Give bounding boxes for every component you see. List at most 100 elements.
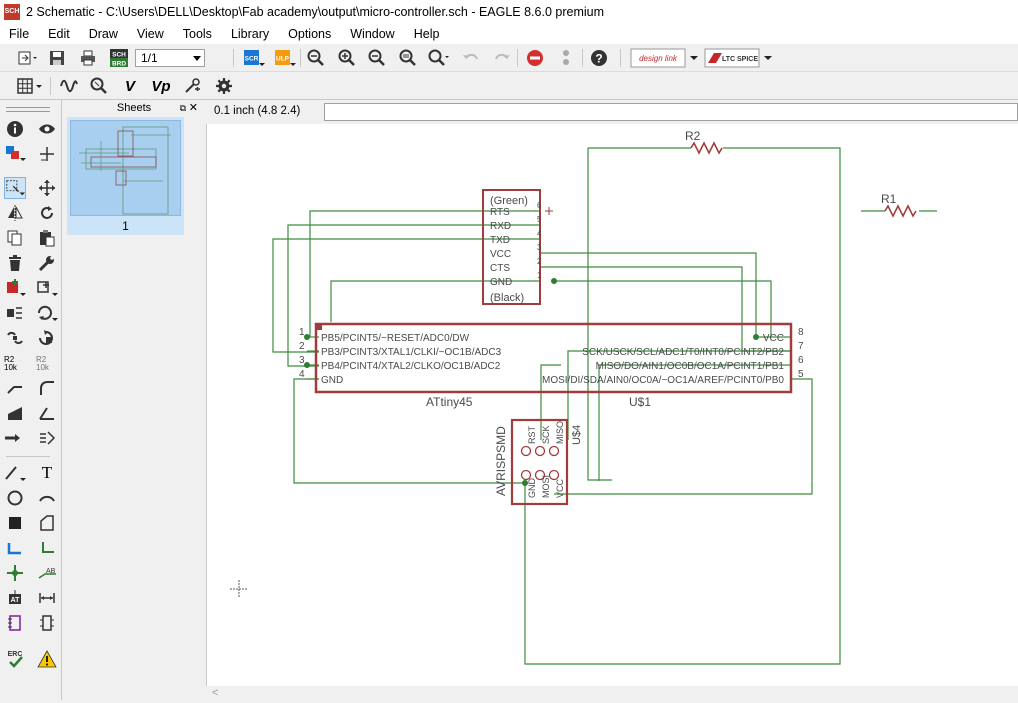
voltage-probe-button[interactable]: Vp bbox=[150, 76, 172, 96]
replace-tool[interactable] bbox=[36, 277, 58, 299]
pin-number: 5 bbox=[537, 215, 542, 224]
pin-icon[interactable]: ⧉ bbox=[179, 103, 186, 113]
close-icon[interactable]: ✕ bbox=[188, 102, 198, 114]
net-tool[interactable] bbox=[36, 537, 58, 559]
menu-draw[interactable]: Draw bbox=[88, 27, 118, 41]
chip-body bbox=[314, 322, 793, 394]
invoke-tool[interactable] bbox=[4, 327, 26, 349]
pinswap-tool[interactable] bbox=[4, 302, 26, 324]
ltspice-label: LTC SPICE bbox=[722, 56, 758, 63]
junction-tool[interactable] bbox=[4, 562, 26, 584]
go-button[interactable] bbox=[555, 48, 577, 68]
rectangle-tool[interactable] bbox=[4, 512, 26, 534]
rotate-tool[interactable] bbox=[36, 202, 58, 224]
simulate-button[interactable] bbox=[58, 76, 80, 96]
arc-tool[interactable] bbox=[36, 487, 58, 509]
zoom-redraw-button[interactable] bbox=[397, 48, 419, 68]
zoom-select-button[interactable] bbox=[428, 48, 450, 68]
grid-button[interactable] bbox=[16, 76, 44, 96]
value-probe-label: V bbox=[124, 77, 135, 95]
value-tool[interactable]: R2 10k bbox=[4, 352, 26, 376]
wire-tool[interactable] bbox=[4, 537, 26, 559]
sheet-select[interactable]: 1/1 bbox=[135, 49, 205, 67]
go-icon bbox=[563, 50, 569, 65]
save-button[interactable] bbox=[46, 48, 68, 68]
info-tool[interactable] bbox=[4, 118, 26, 140]
menu-library[interactable]: Library bbox=[230, 27, 270, 41]
mark-tool[interactable] bbox=[36, 143, 58, 165]
toolbar-divider bbox=[50, 77, 51, 95]
errors-tool[interactable] bbox=[36, 647, 58, 671]
horizontal-scrollbar[interactable]: < bbox=[206, 686, 1018, 700]
menu-view[interactable]: View bbox=[136, 27, 164, 41]
add-part-tool[interactable] bbox=[4, 277, 26, 299]
delete-tool[interactable] bbox=[4, 252, 26, 274]
invoke-icon bbox=[7, 331, 23, 345]
dimension-tool[interactable] bbox=[36, 587, 58, 609]
attribute-tool[interactable]: AT bbox=[4, 587, 26, 609]
help-button[interactable]: ? bbox=[588, 48, 610, 68]
zoom-fit-button[interactable] bbox=[305, 48, 327, 68]
name-tool[interactable]: R2 10k bbox=[36, 352, 58, 376]
paste-tool[interactable] bbox=[36, 227, 58, 249]
simulation-settings-button[interactable] bbox=[213, 76, 235, 96]
circle-tool[interactable] bbox=[4, 487, 26, 509]
wire-vcc bbox=[540, 252, 757, 337]
menu-help[interactable]: Help bbox=[413, 27, 440, 41]
menu-options[interactable]: Options bbox=[288, 27, 332, 41]
group-tool[interactable] bbox=[4, 177, 26, 199]
phase-probe-button[interactable] bbox=[181, 76, 203, 96]
polygon-tool[interactable] bbox=[36, 512, 58, 534]
menu-file[interactable]: File bbox=[9, 27, 30, 41]
line-tool[interactable] bbox=[4, 462, 26, 484]
design-link-button[interactable]: design link bbox=[630, 48, 686, 68]
sheet-thumbnail-item[interactable]: 1 bbox=[67, 117, 184, 235]
value-probe-button[interactable]: V bbox=[119, 76, 141, 96]
resistor-zigzag bbox=[884, 204, 917, 218]
ltspice-dropdown[interactable] bbox=[762, 48, 774, 68]
print-button[interactable] bbox=[77, 48, 99, 68]
display-layers-tool[interactable] bbox=[4, 143, 26, 165]
gateswap-tool[interactable] bbox=[36, 302, 58, 324]
sheets-scrollbar[interactable] bbox=[188, 118, 202, 698]
label-tool[interactable]: AB bbox=[36, 562, 58, 584]
module-tool[interactable] bbox=[36, 612, 58, 634]
undo-button[interactable] bbox=[460, 48, 482, 68]
net-label-tool[interactable] bbox=[36, 427, 58, 449]
stop-button[interactable] bbox=[524, 48, 546, 68]
move-tool[interactable] bbox=[36, 177, 58, 199]
wire-cts bbox=[540, 266, 790, 352]
design-link-dropdown[interactable] bbox=[688, 48, 700, 68]
copy-tool[interactable] bbox=[4, 227, 26, 249]
open-dropdown-button[interactable] bbox=[16, 48, 38, 68]
mirror-tool[interactable] bbox=[4, 202, 26, 224]
ltspice-button[interactable]: LTC SPICE bbox=[704, 48, 760, 68]
menu-window[interactable]: Window bbox=[350, 27, 395, 41]
split-tool[interactable] bbox=[4, 377, 26, 399]
miter-tool[interactable] bbox=[36, 377, 58, 399]
scroll-left-icon[interactable]: < bbox=[212, 687, 219, 699]
erc-tool[interactable]: ERC bbox=[4, 647, 26, 671]
probe-button[interactable] bbox=[88, 76, 110, 96]
smash-tool[interactable] bbox=[36, 327, 58, 349]
command-input[interactable] bbox=[324, 103, 1018, 121]
slice-tool[interactable] bbox=[4, 402, 26, 424]
show-tool[interactable] bbox=[36, 118, 58, 140]
ulp-button[interactable]: ULP bbox=[274, 48, 296, 68]
zoom-in-button[interactable] bbox=[336, 48, 358, 68]
bus-tool[interactable] bbox=[4, 427, 26, 449]
zoom-out-button[interactable] bbox=[366, 48, 388, 68]
menu-edit[interactable]: Edit bbox=[48, 27, 70, 41]
menu-tools[interactable]: Tools bbox=[182, 27, 212, 41]
text-tool[interactable]: T bbox=[36, 462, 58, 484]
frame-tool[interactable] bbox=[4, 612, 26, 634]
voltage-probe-label: Vp bbox=[151, 77, 171, 95]
optimize-tool[interactable] bbox=[36, 402, 58, 424]
miter-icon bbox=[40, 381, 54, 395]
redo-button[interactable] bbox=[491, 48, 513, 68]
schematic-canvas[interactable]: R2 R1 (Green) (Black) RTS RXD TXD VCC CT… bbox=[206, 124, 1018, 700]
script-button[interactable]: SCR bbox=[243, 48, 265, 68]
change-tool[interactable] bbox=[36, 252, 58, 274]
